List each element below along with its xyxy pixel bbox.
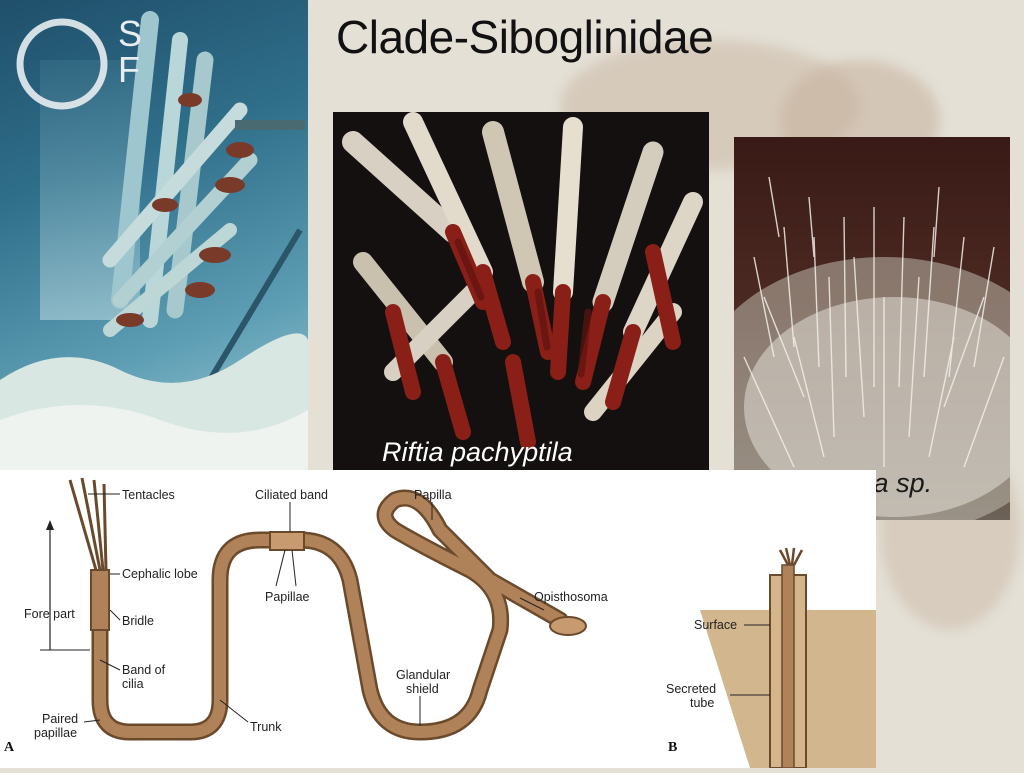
logo-circle-icon [16,18,108,110]
label-papillae: Papillae [265,590,310,604]
label-secreted-tube-1: Secreted [666,682,717,696]
slide-title: Clade-Siboglinidae [336,11,714,63]
siboglinid-anatomy-diagram: A B Tentacles Cephalic lobe Fore part Br… [0,470,876,769]
label-tentacles: Tentacles [122,488,175,502]
label-bridle: Bridle [122,614,154,628]
label-fore-part: Fore part [24,607,75,621]
ridgea-photo: Ridgea sp. [734,137,1010,520]
label-paired-papillae-1: Paired [42,712,79,726]
riftia-photo-graphic [333,112,709,477]
label-surface: Surface [694,618,738,632]
panel-a-label: A [4,740,15,755]
logo-text: S F [118,13,143,90]
panel-b-label: B [668,740,678,755]
label-glandular-shield-1: Glandular [396,668,451,682]
label-trunk: Trunk [250,720,282,734]
label-band-of-cilia-1: Band of [122,663,166,677]
label-cephalic-lobe: Cephalic lobe [122,567,198,581]
ridgea-photo-graphic [734,137,1010,520]
label-secreted-tube-2: tube [690,696,715,710]
label-opisthosoma: Opisthosoma [534,590,608,604]
riftia-caption: Riftia pachyptila [382,437,573,467]
vent-photo: S F [0,0,308,470]
label-papilla: Papilla [414,488,452,502]
label-band-of-cilia-2: cilia [122,677,144,691]
anatomy-graphic [40,477,876,769]
vent-photo-graphic [0,11,308,470]
label-glandular-shield-2: shield [406,682,439,696]
riftia-photo: Riftia pachyptila [333,112,709,477]
label-paired-papillae-2: papillae [34,726,78,740]
label-ciliated-band: Ciliated band [255,488,328,502]
